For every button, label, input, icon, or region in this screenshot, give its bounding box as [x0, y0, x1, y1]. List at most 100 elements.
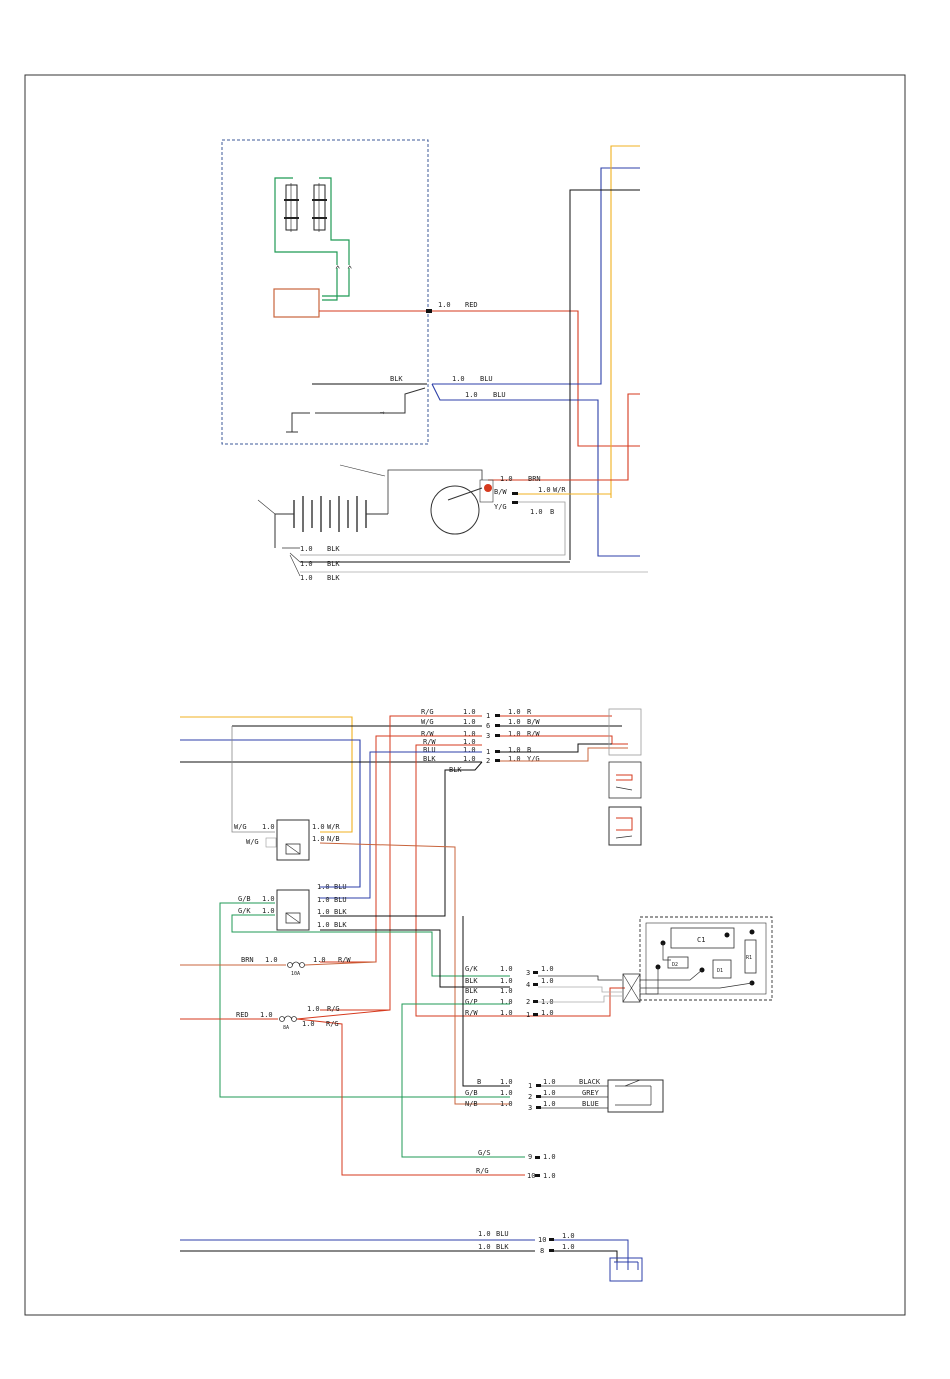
sw3-g2: 1.0 [500, 1089, 513, 1097]
reg-c1: C1 [697, 936, 705, 944]
blk-in-label: BLK [390, 375, 403, 383]
relay2-left-2: G/K [238, 907, 251, 915]
sw3-g3: 1.0 [500, 1100, 513, 1108]
ct-right-4: B [527, 746, 531, 754]
fuse2-right-1: R/G [327, 1005, 340, 1013]
gs-gauge: 1.0 [543, 1153, 556, 1161]
dashed-enclosure [221, 139, 429, 445]
r2-rg2: 1.0 [317, 896, 330, 904]
sw3-rg1: 1.0 [543, 1078, 556, 1086]
ct-g2: 1.0 [463, 718, 476, 726]
ct-rg1: 1.0 [508, 708, 521, 716]
ct-g6: 1.0 [463, 755, 476, 763]
page-frame [24, 74, 906, 1316]
relay1-left-2: W/G [246, 838, 259, 846]
bt-rg1: 1.0 [562, 1232, 575, 1240]
relay1-right-2: N/B [327, 835, 340, 843]
ct-rg5: 1.0 [508, 755, 521, 763]
ct-g5: 1.0 [463, 746, 476, 754]
bt-blu: BLU [496, 1230, 509, 1238]
reg-left-4: G/P [465, 998, 478, 1006]
r2-lg2: 1.0 [262, 907, 275, 915]
r1-rg1: 1.0 [312, 823, 325, 831]
switch-box-3 [608, 806, 642, 846]
ct-rg2: 1.0 [508, 718, 521, 726]
reg-g2: 1.0 [500, 977, 513, 985]
reg-rg1: 1.0 [541, 965, 554, 973]
sw3-pin-2: 2 [528, 1093, 532, 1101]
bw-label: B/W [494, 488, 507, 496]
reg-g1: 1.0 [500, 965, 513, 973]
ct-g1: 1.0 [463, 708, 476, 716]
switch-3: B G/B N/B 1.0 1.0 1.0 1 2 3 1.0 1.0 1.0 … [465, 1078, 664, 1113]
wr-gauge: 1.0 [538, 486, 551, 494]
ct-pin-4: 1 [486, 748, 490, 756]
f2-g1: 1.0 [260, 1011, 273, 1019]
wr-label: W/R [553, 486, 566, 494]
blu2-label: BLU [493, 391, 506, 399]
gnd3-label: BLK [327, 574, 340, 582]
rg-label: R/G [476, 1167, 489, 1175]
ct-right-5: Y/G [527, 755, 540, 763]
reg-left-2: BLK [465, 977, 478, 985]
reg-g5: 1.0 [500, 1009, 513, 1017]
r2-rg4: 1.0 [317, 921, 330, 929]
yg-label: Y/G [494, 503, 507, 511]
fuse2-rating: 8A [283, 1025, 289, 1031]
fuse-2: RED 1.0 1.0 R/G 1.0 R/G 8A [180, 1005, 525, 1176]
gnd1-label: BLK [327, 545, 340, 553]
sw3-left-1: B [477, 1078, 481, 1086]
red-wire-label: RED [465, 301, 478, 309]
sw3-left-2: G/B [465, 1089, 478, 1097]
bt-blu-pin: 10 [538, 1236, 546, 1244]
fuse1-right: R/W [338, 956, 351, 964]
relay-2: G/B 1.0 G/K 1.0 1.0 BLU 1.0 BLU 1.0 BLK … [238, 883, 347, 931]
ct-rg4: 1.0 [508, 746, 521, 754]
ct-pin-2: 6 [486, 722, 490, 730]
svg-text:⌃: ⌃ [347, 265, 352, 275]
ct-pin-5: 2 [486, 757, 490, 765]
ct-left-1: R/G [421, 708, 434, 716]
ct-pin-3: 3 [486, 732, 490, 740]
reg-pin-1: 3 [526, 969, 530, 977]
fuse-1: BRN 1.0 1.0 R/W 10A [180, 956, 377, 977]
blu2-gauge: 1.0 [465, 391, 478, 399]
bottom-sensor: 1.0 BLU 1.0 BLK 10 8 1.0 1.0 [180, 1230, 643, 1282]
sw3-right-3: BLUE [582, 1100, 599, 1108]
gnd2-label: BLK [327, 560, 340, 568]
reg-d2: D2 [672, 962, 678, 968]
b-gauge: 1.0 [530, 508, 543, 516]
ct-left-4: BLU [423, 746, 436, 754]
reg-left-3: BLK [465, 987, 478, 995]
bt-g1: 1.0 [478, 1230, 491, 1238]
alternator [430, 479, 494, 535]
sw3-right-1: BLACK [579, 1078, 601, 1086]
relay1-left-1: W/G [234, 823, 247, 831]
reg-d1: D1 [717, 968, 723, 974]
reg-pin-5: 1 [526, 1011, 530, 1019]
sw3-g1: 1.0 [500, 1078, 513, 1086]
ct-rg3: 1.0 [508, 730, 521, 738]
reg-r1: R1 [746, 955, 752, 961]
ct-pin-1: 1 [486, 712, 490, 720]
sw3-rg3: 1.0 [543, 1100, 556, 1108]
relay2-right-4: BLK [334, 921, 347, 929]
ct-extra-1: R/W [423, 738, 436, 746]
ct-right-2: B/W [527, 718, 540, 726]
sw3-right-2: GREY [582, 1089, 600, 1097]
ct-right-1: R [527, 708, 532, 716]
sw3-pin-3: 3 [528, 1104, 532, 1112]
switch-box-1 [608, 708, 642, 756]
bt-blk: BLK [496, 1243, 509, 1251]
bt-rg2: 1.0 [562, 1243, 575, 1251]
rg-pin: 10 [527, 1172, 535, 1180]
fuse2-right-2: R/G [326, 1020, 339, 1028]
relay1-right-1: W/R [327, 823, 340, 831]
sw3-rg2: 1.0 [543, 1089, 556, 1097]
blu1-label: BLU [480, 375, 493, 383]
gnd3-gauge: 1.0 [300, 574, 313, 582]
relay2-right-2: BLU [334, 896, 347, 904]
r1-rg2: 1.0 [312, 835, 325, 843]
lower-stubs: G/S 9 1.0 R/G 10 1.0 [476, 1149, 556, 1180]
gs-pin: 9 [528, 1153, 532, 1161]
